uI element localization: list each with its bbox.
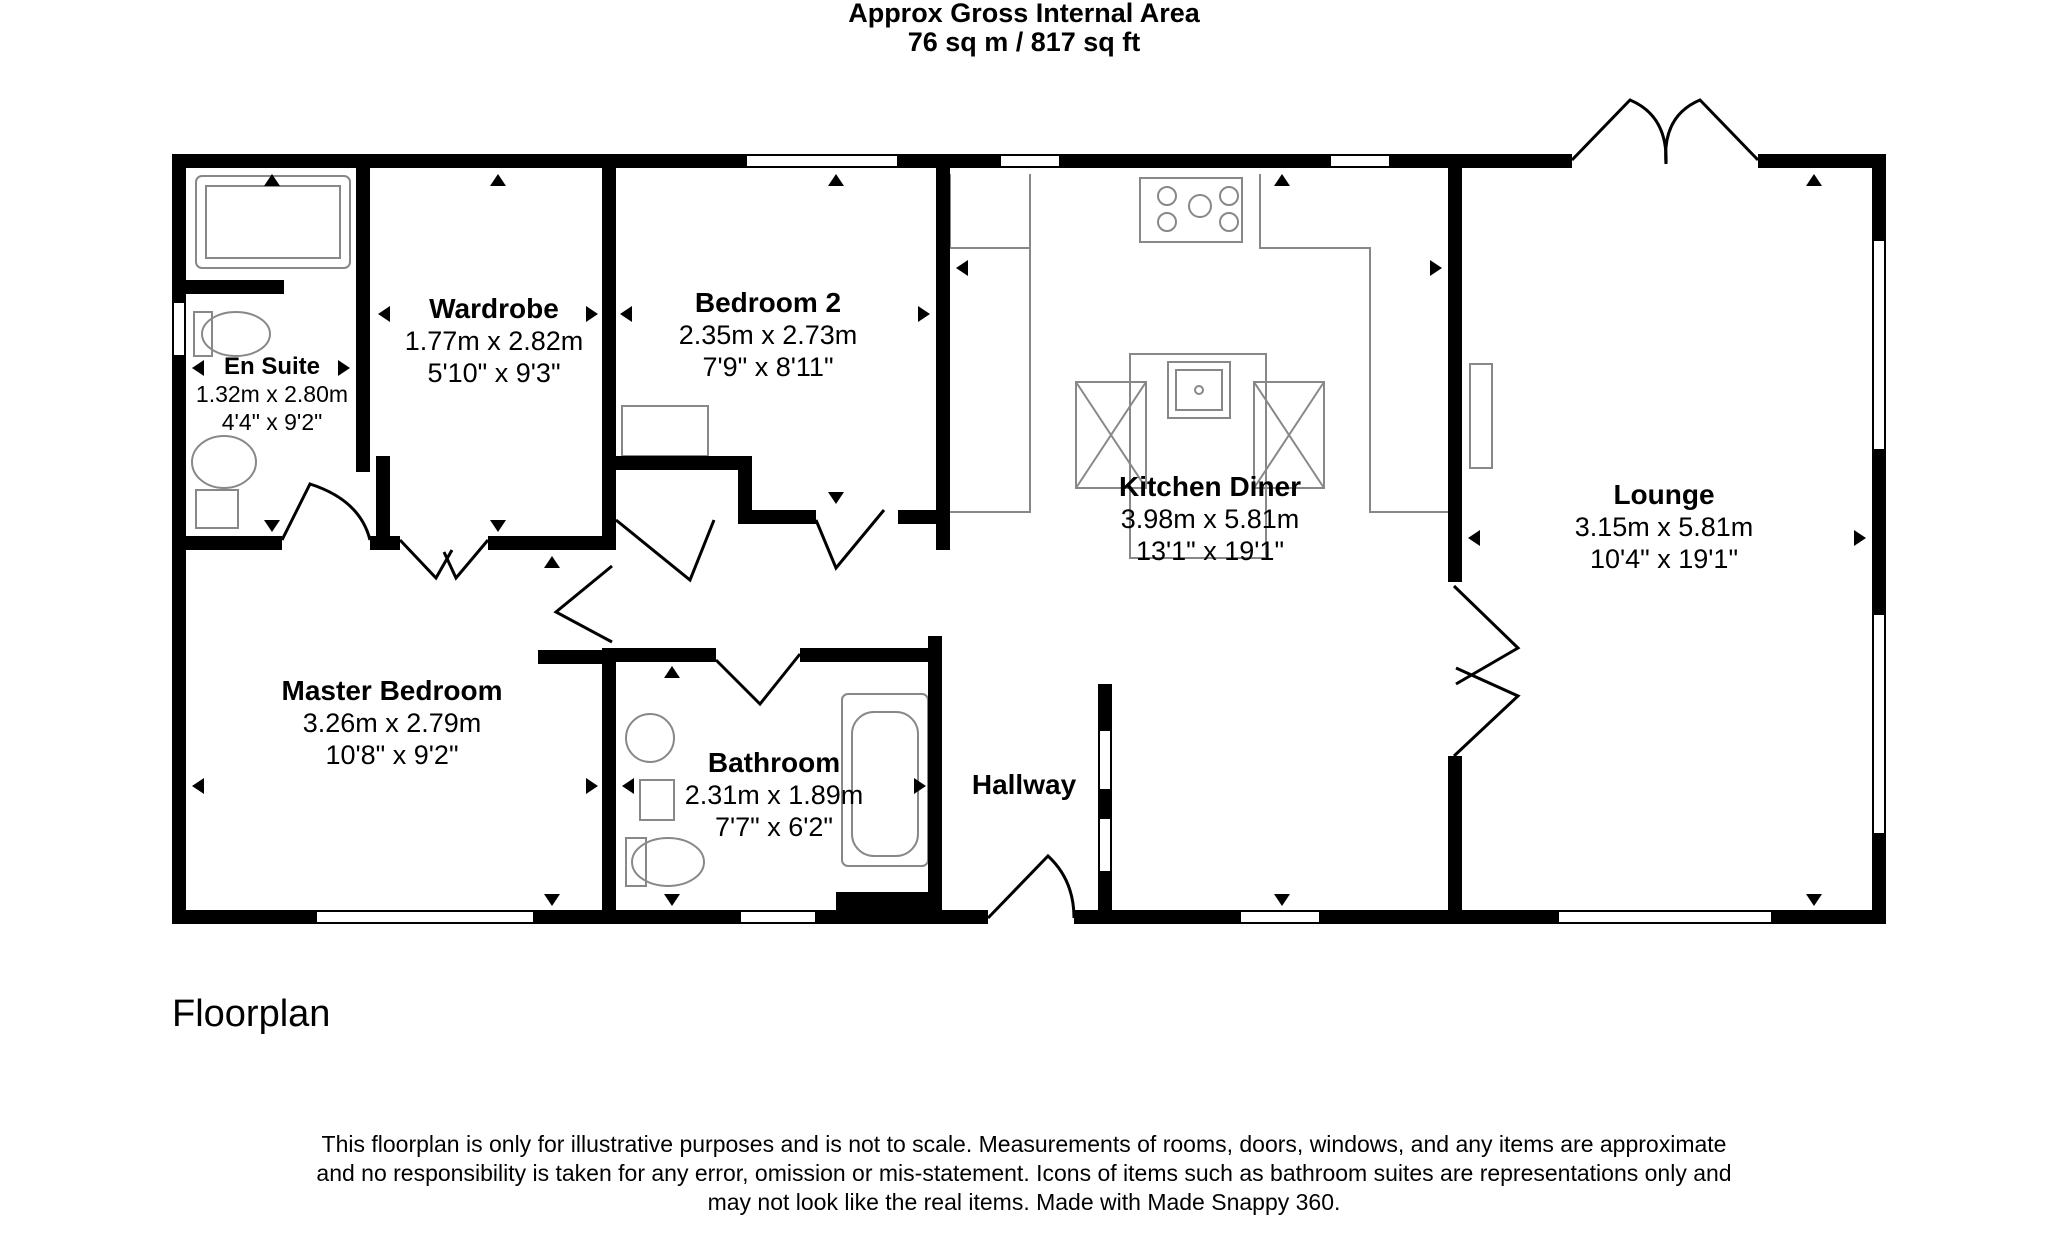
disclaimer-line: This floorplan is only for illustrative … <box>321 1131 1727 1157</box>
window <box>739 910 817 924</box>
toilet-icon <box>201 311 271 357</box>
wardrobe-imperial: 5'10" x 9'3" <box>427 358 560 388</box>
basin-icon <box>191 435 257 489</box>
en-suite-metric: 1.32m x 2.80m <box>196 381 348 407</box>
window <box>1872 239 1886 451</box>
en-suite-name: En Suite <box>224 353 320 380</box>
kitchen-diner-metric: 3.98m x 5.81m <box>1121 504 1300 534</box>
doors <box>280 98 1760 920</box>
window <box>1329 154 1391 168</box>
bedroom-2-metric: 2.35m x 2.73m <box>679 320 858 350</box>
fixtures <box>191 174 1493 887</box>
lounge-imperial: 10'4" x 19'1" <box>1590 544 1738 574</box>
lounge-metric: 3.15m x 5.81m <box>1575 512 1754 542</box>
kitchen-diner-name: Kitchen Diner <box>1119 471 1301 502</box>
bathroom-metric: 2.31m x 1.89m <box>685 780 864 810</box>
master-bedroom-name: Master Bedroom <box>282 675 503 706</box>
kitchen-diner-imperial: 13'1" x 19'1" <box>1136 536 1284 566</box>
area-value: 76 sq m / 817 sq ft <box>907 27 1141 57</box>
lounge-name: Lounge <box>1613 479 1714 510</box>
kitchen-island <box>1129 353 1267 559</box>
shower-tray-icon <box>195 175 351 269</box>
bathroom-name: Bathroom <box>708 747 840 778</box>
sink-icon <box>1167 361 1231 419</box>
stool-left <box>1075 381 1147 489</box>
master-bedroom-metric: 3.26m x 2.79m <box>303 708 482 738</box>
disclaimer: This floorplan is only for illustrative … <box>0 1130 2048 1217</box>
window <box>1872 613 1886 835</box>
wardrobe-name: Wardrobe <box>429 293 559 324</box>
floorplan: En Suite 1.32m x 2.80m 4'4" x 9'2" Wardr… <box>172 98 1886 924</box>
window <box>1098 817 1112 873</box>
bedroom-2-imperial: 7'9" x 8'11" <box>702 352 833 382</box>
fireplace-icon <box>1469 363 1493 469</box>
hob-icon <box>1139 177 1243 243</box>
windows <box>172 154 1886 924</box>
bathroom-imperial: 7'7" x 6'2" <box>715 812 833 842</box>
area-title: Approx Gross Internal Area <box>848 0 1200 28</box>
en-suite-imperial: 4'4" x 9'2" <box>222 409 323 435</box>
wardrobe-metric: 1.77m x 2.82m <box>405 326 584 356</box>
window <box>315 910 535 924</box>
desk-icon <box>621 405 709 457</box>
hallway-name: Hallway <box>972 769 1077 800</box>
window <box>172 301 186 357</box>
bath-basin-icon <box>625 713 675 763</box>
room-labels: En Suite 1.32m x 2.80m 4'4" x 9'2" Wardr… <box>196 287 1753 842</box>
dimension-arrows <box>192 174 1866 906</box>
bath-toilet-icon <box>631 837 705 887</box>
stool-right <box>1253 381 1325 489</box>
window <box>999 154 1061 168</box>
window <box>1239 910 1321 924</box>
disclaimer-line: may not look like the real items. Made w… <box>707 1189 1341 1215</box>
master-bedroom-imperial: 10'8" x 9'2" <box>325 740 458 770</box>
bedroom-2-name: Bedroom 2 <box>695 287 841 318</box>
window <box>1098 729 1112 791</box>
window <box>1557 910 1773 924</box>
section-label: Floorplan <box>172 993 331 1035</box>
window <box>745 154 899 168</box>
disclaimer-line: and no responsibility is taken for any e… <box>316 1160 1732 1186</box>
